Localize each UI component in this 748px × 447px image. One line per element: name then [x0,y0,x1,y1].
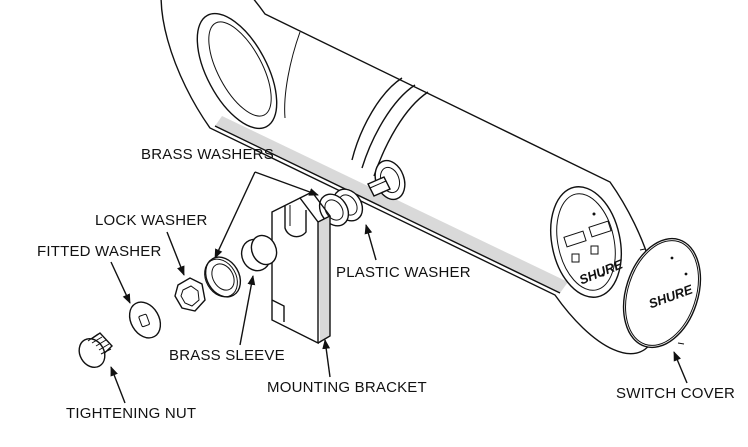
brass-washer-front [204,256,242,298]
lock-washer [174,277,206,312]
tightening-nut [78,332,113,369]
switch-cover [622,237,702,349]
label-lock-washer: LOCK WASHER [95,212,208,229]
label-fitted-washer: FITTED WASHER [37,243,162,260]
label-brass-sleeve: BRASS SLEEVE [169,347,285,364]
mounting-bracket [271,191,332,345]
microphone-body [160,0,660,355]
label-brass-washers: BRASS WASHERS [141,146,274,163]
label-mounting-bracket: MOUNTING BRACKET [267,379,427,396]
leader-lines [110,171,688,404]
label-tightening-nut: TIGHTENING NUT [66,405,197,422]
brass-sleeve [240,234,278,272]
label-switch-cover: SWITCH COVER [616,385,736,402]
label-plastic-washer: PLASTIC WASHER [336,264,471,281]
fitted-washer [128,301,162,339]
